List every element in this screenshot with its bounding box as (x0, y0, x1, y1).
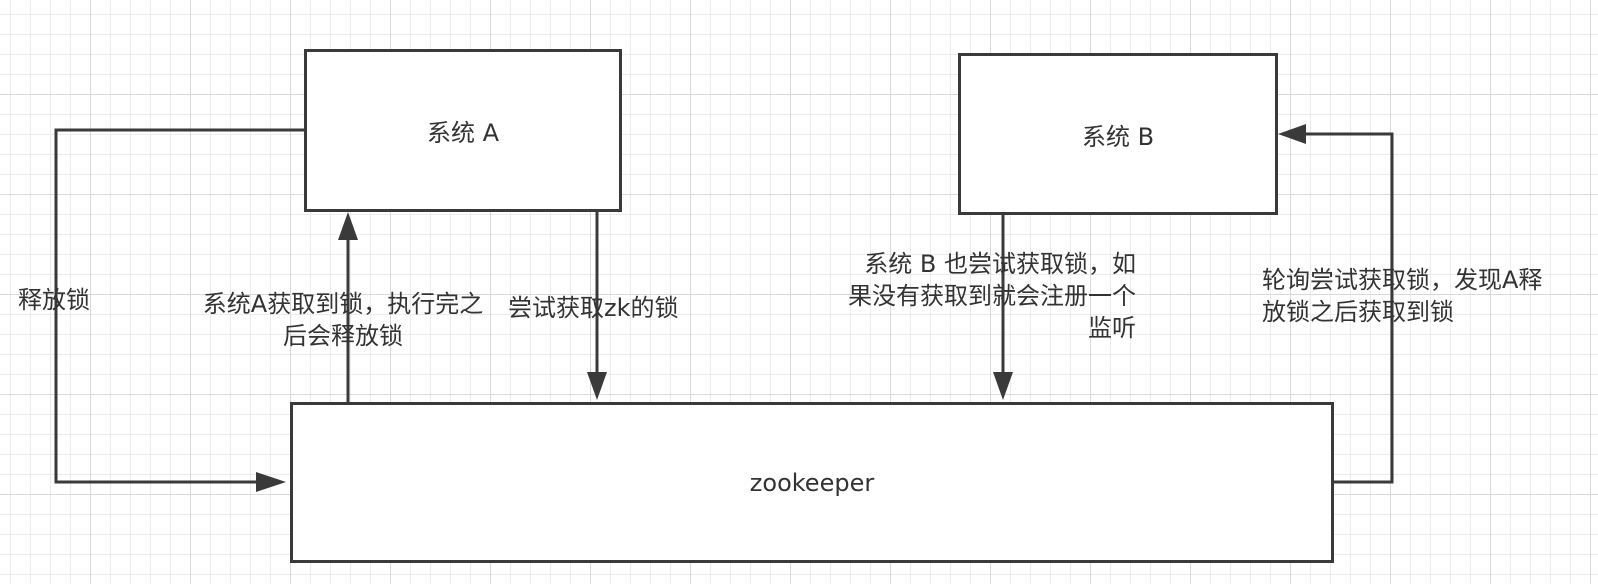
a-acquired-arrowhead (338, 212, 358, 240)
try-zk-lock-arrowhead (587, 372, 607, 400)
system-a-label: 系统 A (426, 119, 500, 147)
try-zk-lock-label: 尝试获取zk的锁 (508, 294, 679, 322)
b-try-arrowhead (993, 372, 1013, 400)
b-try-label: 系统 B 也尝试获取锁，如 果没有获取到就会注册一个 监听 (848, 250, 1136, 342)
zookeeper-label: zookeeper (749, 468, 875, 497)
release-lock-connector (54, 128, 304, 484)
zookeeper-node: zookeeper (290, 402, 1334, 563)
system-b-node: 系统 B (958, 53, 1278, 215)
poll-connector (1306, 132, 1394, 484)
release-lock-label: 释放锁 (18, 286, 90, 314)
poll-arrowhead (1278, 124, 1306, 144)
system-b-label: 系统 B (1081, 122, 1155, 151)
poll-label: 轮询尝试获取锁，发现A释 放锁之后获取到锁 (1262, 266, 1543, 326)
release-lock-arrowhead (256, 472, 286, 492)
system-a-node: 系统 A (304, 49, 622, 212)
a-acquired-label: 系统A获取到锁，执行完之 后会释放锁 (202, 290, 484, 350)
